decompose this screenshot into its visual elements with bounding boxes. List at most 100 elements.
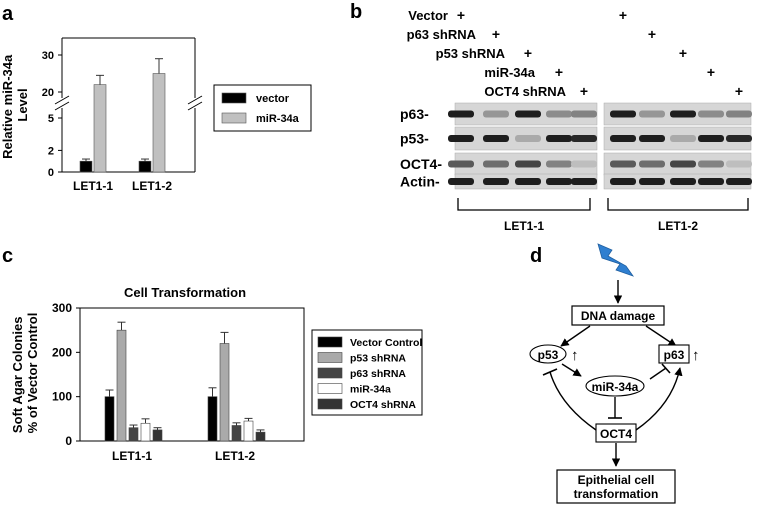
panel-c-legend-swatch — [317, 352, 343, 363]
blot-condition-label: p53 shRNA — [436, 46, 506, 61]
blot-plus-mark: + — [524, 45, 532, 61]
panel-c-bar — [231, 425, 242, 442]
panel-a-ylabel-line1: Relative miR-34a — [0, 54, 15, 159]
panel-a-bar — [138, 160, 152, 173]
panel-d-letter: d — [530, 245, 542, 267]
blot-condition-label: OCT4 shRNA — [484, 84, 566, 99]
panel-a-bar — [93, 84, 107, 173]
panel-b-letter: b — [350, 1, 362, 23]
panel-a-legend-swatch — [221, 112, 247, 124]
blot-plus-mark: + — [619, 7, 627, 23]
panel-c-bar — [255, 431, 266, 442]
panel-c-x-label: LET1-1 — [112, 449, 152, 463]
p53-up-arrow: ↑ — [571, 347, 579, 364]
panel-c-ylabel: Soft Agar Colonies % of Vector Control — [10, 313, 40, 434]
panel-c-y-tick-label: 200 — [52, 345, 72, 359]
panel-c-bar — [219, 343, 230, 442]
blot-band — [483, 178, 509, 185]
panel-c-legend-swatch — [317, 398, 343, 410]
blot-plus-mark: + — [707, 64, 715, 80]
arrow-oct4-to-p63 — [635, 367, 683, 431]
blot-group-let1-1: LET1-1 — [504, 219, 544, 233]
blot-protein-label: OCT4- — [400, 156, 442, 172]
blot-band — [546, 110, 572, 118]
blot-band — [515, 135, 541, 142]
blot-plus-mark: + — [735, 83, 743, 99]
panel-a-bar — [152, 73, 166, 173]
node-outcome-line2: transformation — [574, 487, 659, 501]
blot-band — [726, 178, 752, 185]
blot-condition-label: p63 shRNA — [407, 27, 477, 42]
panel-c-bar — [152, 429, 163, 442]
panel-a-y-tick-label: 2 — [48, 145, 54, 157]
panel-a-y-tick-label: 0 — [48, 167, 54, 179]
panel-c-letter: c — [2, 245, 13, 267]
panel-c-y-tick-label: 100 — [52, 390, 72, 404]
blot-protein-label: p63- — [400, 106, 429, 122]
panel-c-legend-swatch — [317, 336, 343, 348]
node-p63-label: p63 — [664, 348, 685, 362]
blot-band — [670, 135, 696, 142]
blot-plus-mark: + — [457, 7, 465, 23]
blot-band — [571, 178, 597, 185]
panel-a-legend-label: miR-34a — [256, 113, 300, 125]
arrow-p53-to-mir34a — [561, 363, 582, 377]
blot-band — [639, 135, 665, 142]
blot-band — [448, 178, 474, 185]
blot-band — [610, 160, 636, 168]
panel-c-legend-label: p63 shRNA — [350, 368, 406, 380]
panel-c: c Cell Transformation Soft Agar Colonies… — [2, 245, 423, 463]
lightning-bolt-icon — [597, 243, 635, 277]
blot-protein-labels: p63-p53-OCT4-Actin- — [400, 106, 442, 190]
panel-c-legend-label: miR-34a — [350, 384, 391, 396]
panel-c-plot-frame — [79, 307, 305, 442]
blot-plus-mark: + — [580, 83, 588, 99]
blot-protein-label: Actin- — [400, 174, 440, 190]
panel-a-y-tick-label: 20 — [42, 87, 54, 99]
blot-band — [610, 110, 636, 118]
panel-c-legend-label: Vector Control — [350, 337, 422, 349]
panel-c-x-labels: LET1-1 LET1-2 — [112, 449, 255, 463]
node-dna-damage-label: DNA damage — [581, 309, 656, 323]
panel-a-ylabel-line2: Level — [15, 88, 30, 121]
panel-a-y-tick-label: 5 — [48, 113, 54, 125]
blot-band — [515, 110, 541, 118]
blot-band — [726, 160, 752, 168]
node-outcome-line1: Epithelial cell — [578, 473, 655, 487]
panel-c-ylabel-line2: % of Vector Control — [25, 313, 40, 434]
panel-a-axis-break — [54, 95, 203, 111]
panel-c-legend-label: OCT4 shRNA — [350, 399, 416, 411]
blot-band — [546, 160, 572, 168]
panel-a-x-label: LET1-1 — [73, 179, 113, 193]
node-outcome — [556, 469, 676, 504]
blot-band — [571, 110, 597, 118]
blot-group-brackets — [457, 198, 749, 211]
blot-condition-label: miR-34a — [484, 65, 535, 80]
node-p63 — [658, 344, 690, 364]
arrow-dna-to-p53 — [560, 325, 591, 347]
blot-band — [546, 178, 572, 185]
node-dna-damage — [571, 305, 665, 326]
blot-band — [610, 135, 636, 142]
blot-band — [448, 110, 474, 118]
arrow-dna-to-p63 — [645, 325, 677, 347]
panel-a-x-label: LET1-2 — [132, 179, 172, 193]
blot-band — [483, 110, 509, 118]
blot-band — [515, 160, 541, 168]
panel-c-bar — [207, 396, 218, 442]
panel-c-x-label: LET1-2 — [215, 449, 255, 463]
blot-band — [639, 178, 665, 185]
node-oct4 — [595, 423, 637, 443]
blot-band — [571, 160, 597, 168]
panel-c-bar — [128, 427, 139, 442]
blot-band — [483, 135, 509, 142]
panel-c-y-tick-label: 300 — [52, 301, 72, 315]
blot-band — [515, 178, 541, 185]
blot-band — [571, 135, 597, 142]
blot-band — [448, 135, 474, 142]
panel-c-bar — [116, 329, 127, 442]
